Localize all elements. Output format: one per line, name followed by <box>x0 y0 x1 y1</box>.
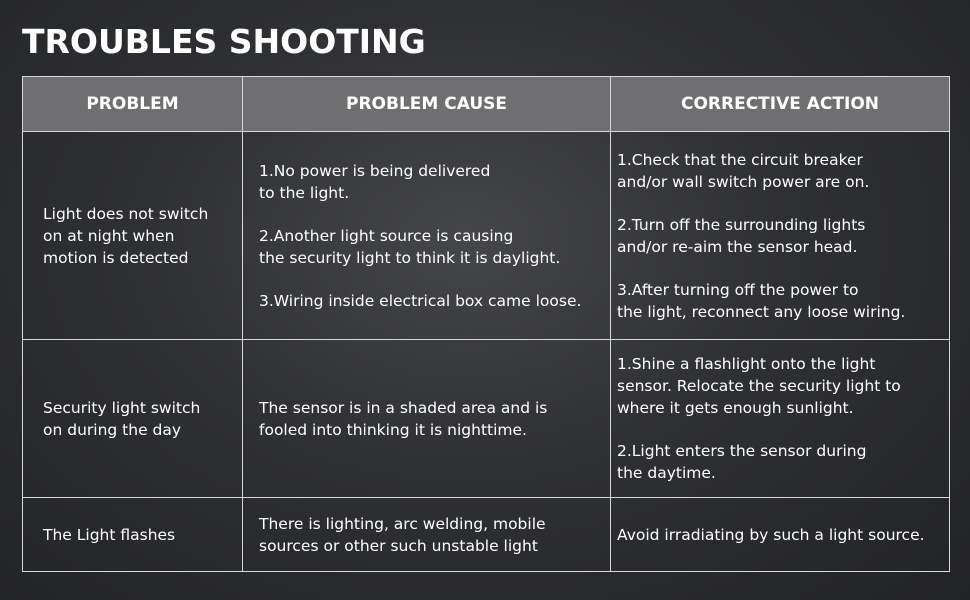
column-header-problem: PROBLEM <box>22 76 243 132</box>
cause-text: 2.Another light source is causing the se… <box>259 226 561 267</box>
problem-cell: The Light flashes <box>22 497 243 572</box>
action-text: 2.Turn off the surrounding lights and/or… <box>617 215 866 256</box>
cause-text: 3.Wiring inside electrical box came loos… <box>259 291 582 310</box>
cause-cell: The sensor is in a shaded area and is fo… <box>242 339 611 498</box>
action-text: 1.Check that the circuit breaker and/or … <box>617 150 870 191</box>
problem-text: Security light switch on during the day <box>43 398 201 439</box>
problem-cell: Security light switch on during the day <box>22 339 243 498</box>
cause-text: There is lighting, arc welding, mobile s… <box>259 514 546 555</box>
table-row: Security light switch on during the day … <box>22 339 950 498</box>
action-cell: 1.Shine a flashlight onto the light sens… <box>610 339 950 498</box>
column-header-action: CORRECTIVE ACTION <box>610 76 950 132</box>
action-text: 2.Light enters the sensor during the day… <box>617 442 867 482</box>
action-text: Avoid irradiating by such a light source… <box>617 525 925 544</box>
cause-cell: 1.No power is being delivered to the lig… <box>242 131 611 340</box>
page-title: TROUBLES SHOOTING <box>22 22 426 61</box>
problem-cell: Light does not switch on at night when m… <box>22 131 243 340</box>
action-cell: Avoid irradiating by such a light source… <box>610 497 950 572</box>
action-text: 1.Shine a flashlight onto the light sens… <box>617 355 901 417</box>
cause-cell: There is lighting, arc welding, mobile s… <box>242 497 611 572</box>
table-header-row: PROBLEM PROBLEM CAUSE CORRECTIVE ACTION <box>22 76 950 132</box>
problem-text: Light does not switch on at night when m… <box>43 204 209 267</box>
troubleshooting-table: PROBLEM PROBLEM CAUSE CORRECTIVE ACTION … <box>22 76 950 572</box>
action-text: 3.After turning off the power to the lig… <box>617 280 906 321</box>
table-row: The Light flashes There is lighting, arc… <box>22 497 950 572</box>
cause-text: 1.No power is being delivered to the lig… <box>259 161 491 202</box>
column-header-cause: PROBLEM CAUSE <box>242 76 611 132</box>
problem-text: The Light flashes <box>43 525 176 544</box>
cause-text: The sensor is in a shaded area and is fo… <box>259 398 548 439</box>
table-row: Light does not switch on at night when m… <box>22 131 950 340</box>
action-cell: 1.Check that the circuit breaker and/or … <box>610 131 950 340</box>
